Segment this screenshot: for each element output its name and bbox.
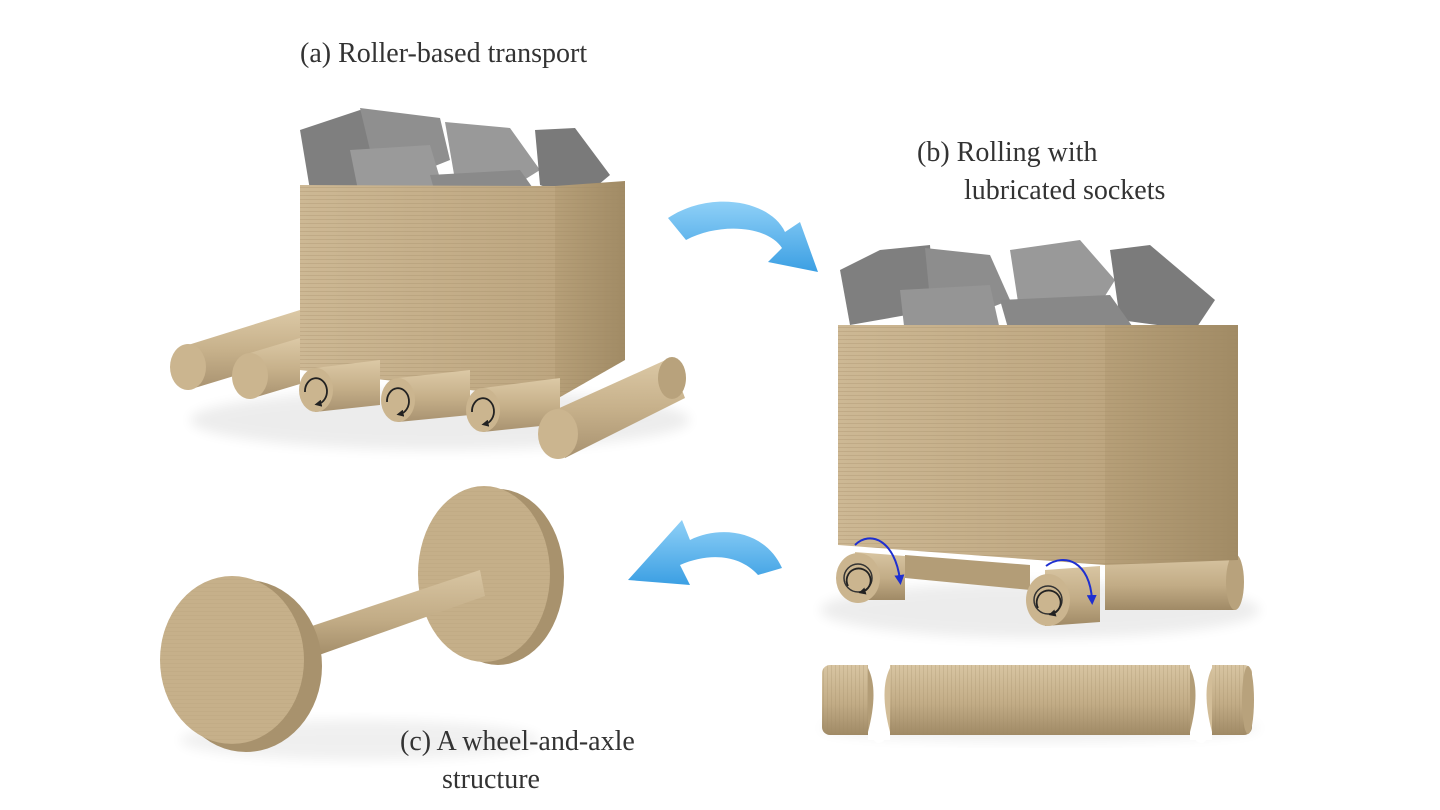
wheel-front — [160, 576, 322, 752]
stones-a — [300, 108, 610, 210]
label-b-line2: lubricated sockets — [964, 175, 1166, 206]
roller-a-3 — [466, 378, 560, 432]
rotation-arrow-icon — [471, 397, 495, 427]
label-b-line1: (b) Rolling with — [917, 137, 1098, 168]
roller-b-1 — [836, 537, 905, 603]
label-roller-based-transport: (a) Roller-based transport — [300, 35, 587, 73]
label-c-line2: structure — [442, 764, 540, 795]
socketed-roller — [820, 658, 1260, 743]
cart-a — [170, 108, 690, 459]
rotation-arrow-icon — [304, 377, 328, 407]
label-a-text: (a) Roller-based transport — [300, 38, 588, 69]
roller-b-2 — [1026, 558, 1100, 626]
axle — [300, 570, 485, 660]
log-front-right — [538, 357, 686, 459]
log-back-left-1 — [170, 310, 300, 390]
rotation-arrow-icon — [1045, 558, 1097, 605]
stones-b — [840, 240, 1215, 335]
wheel-back — [418, 486, 564, 665]
label-wheel-and-axle: (c) A wheel-and-axle structure — [400, 723, 635, 799]
wheel-and-axle — [160, 486, 564, 760]
cart-b — [820, 240, 1260, 638]
log-back-left-2 — [232, 338, 300, 399]
label-c-line1: (c) A wheel-and-axle — [400, 726, 635, 757]
rotation-arrow-icon — [1035, 589, 1062, 617]
label-rolling-lubricated-sockets: (b) Rolling with lubricated sockets — [917, 134, 1165, 210]
rotation-arrow-icon — [854, 537, 905, 585]
curved-arrow-left-icon — [628, 520, 782, 585]
roller-a-2 — [381, 370, 470, 422]
curved-arrow-right-icon — [668, 201, 818, 272]
roller-b-back — [1105, 554, 1244, 610]
roller-a-1 — [299, 360, 380, 412]
rotation-arrow-icon — [845, 567, 872, 595]
rotation-arrow-icon — [386, 387, 410, 417]
